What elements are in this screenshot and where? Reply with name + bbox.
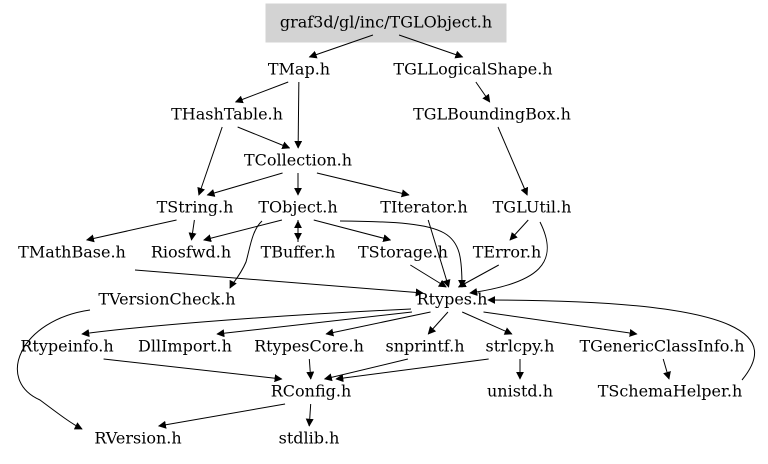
edge-strlcpy-to-rconfig <box>335 358 489 383</box>
edge-tobject-to-tversioncheck <box>229 220 263 289</box>
edge-terror-to-rtypes <box>457 264 499 288</box>
edge-tglboundingbox-to-tglutil <box>497 126 529 196</box>
edge-titerator-to-rtypes <box>427 219 451 288</box>
edge-tmap-to-tcollection <box>294 81 303 149</box>
node-tbuffer: TBuffer.h <box>261 243 336 262</box>
edge-root-to-tmap <box>308 34 374 59</box>
edge-tobject-to-tstorage <box>313 219 392 243</box>
node-stdlib: stdlib.h <box>279 429 340 448</box>
node-tglutil: TGLUtil.h <box>493 198 572 217</box>
edge-tglutil-to-terror <box>509 219 529 241</box>
edge-tgenericclassinfo-to-tschemahelper <box>662 358 671 380</box>
node-thashtable: THashTable.h <box>171 105 283 124</box>
edge-rtypeinfo-to-rconfig <box>103 358 283 383</box>
edge-tstring-to-tmathbase <box>85 219 177 243</box>
edge-rtypes-to-dllimport <box>216 311 413 338</box>
node-tobject: TObject.h <box>258 198 337 217</box>
edge-tobject-to-riosfwd <box>203 219 283 243</box>
edge-tstring-to-riosfwd <box>188 219 197 241</box>
node-unistd: unistd.h <box>487 382 553 401</box>
node-terror: TError.h <box>473 243 542 262</box>
node-rversion: RVersion.h <box>94 429 181 448</box>
node-tmathbase: TMathBase.h <box>18 243 126 262</box>
root-node-box <box>265 3 507 43</box>
edge-tcollection-to-tstring <box>206 172 283 197</box>
edge-rtypes-to-snprintf <box>427 311 449 335</box>
node-tstorage: TStorage.h <box>358 243 448 262</box>
edge-rtypes-to-tgenericclassinfo <box>483 311 638 337</box>
edge-rtypes-to-strlcpy <box>461 311 513 335</box>
edge-tmap-to-thashtable <box>234 81 289 104</box>
node-strlcpy: strlcpy.h <box>486 337 555 356</box>
edge-rtypescore-to-rconfig <box>306 358 315 380</box>
node-rtypeinfo: Rtypeinfo.h <box>20 337 113 356</box>
node-titerator: TIterator.h <box>380 198 467 217</box>
edge-rconfig-to-rversion <box>157 403 286 429</box>
nodes-layer: graf3d/gl/inc/TGLObject.h TMap.h TGLLogi… <box>18 13 744 448</box>
edge-snprintf-to-rconfig <box>323 358 409 382</box>
node-root: graf3d/gl/inc/TGLObject.h <box>280 13 492 32</box>
node-tglboundingbox: TGLBoundingBox.h <box>413 105 571 124</box>
node-snprintf: snprintf.h <box>386 337 465 356</box>
edge-tstring-to-rtypes <box>134 269 424 297</box>
node-dllimport: DllImport.h <box>138 337 232 356</box>
node-tcollection: TCollection.h <box>244 151 352 170</box>
node-riosfwd: Riosfwd.h <box>151 243 231 262</box>
edge-rtypes-to-rtypeinfo <box>81 308 412 338</box>
edge-thashtable-to-tstring <box>197 126 223 196</box>
edge-rconfig-to-stdlib <box>305 403 314 427</box>
edge-tschemahelper-to-rtypes <box>487 296 755 381</box>
node-tversioncheck: TVersionCheck.h <box>98 290 235 309</box>
node-tschemahelper: TSchemaHelper.h <box>598 382 743 401</box>
node-tstring: TString.h <box>157 198 234 217</box>
edge-tversioncheck-to-rversion <box>16 309 91 430</box>
node-tgenericclassinfo: TGenericClassInfo.h <box>579 337 744 356</box>
node-tmap: TMap.h <box>268 60 330 79</box>
edge-root-to-tgllogicalshape <box>398 34 464 59</box>
edge-tcollection-to-titerator <box>316 172 410 198</box>
node-tgllogicalshape: TGLLogicalShape.h <box>393 60 552 79</box>
edge-thashtable-to-tcollection <box>237 126 291 150</box>
edge-tobject-to-rtypes <box>339 220 466 288</box>
edge-tgllogicalshape-to-tglboundingbox <box>475 81 491 103</box>
edge-tstorage-to-rtypes <box>410 264 447 288</box>
edge-tglutil-to-rtypes <box>469 221 548 296</box>
node-rtypescore: RtypesCore.h <box>254 337 364 356</box>
edges-layer <box>16 34 755 430</box>
node-rconfig: RConfig.h <box>271 382 352 401</box>
edge-rtypes-to-rtypescore <box>325 311 431 337</box>
node-rtypes: Rtypes.h <box>417 290 488 309</box>
